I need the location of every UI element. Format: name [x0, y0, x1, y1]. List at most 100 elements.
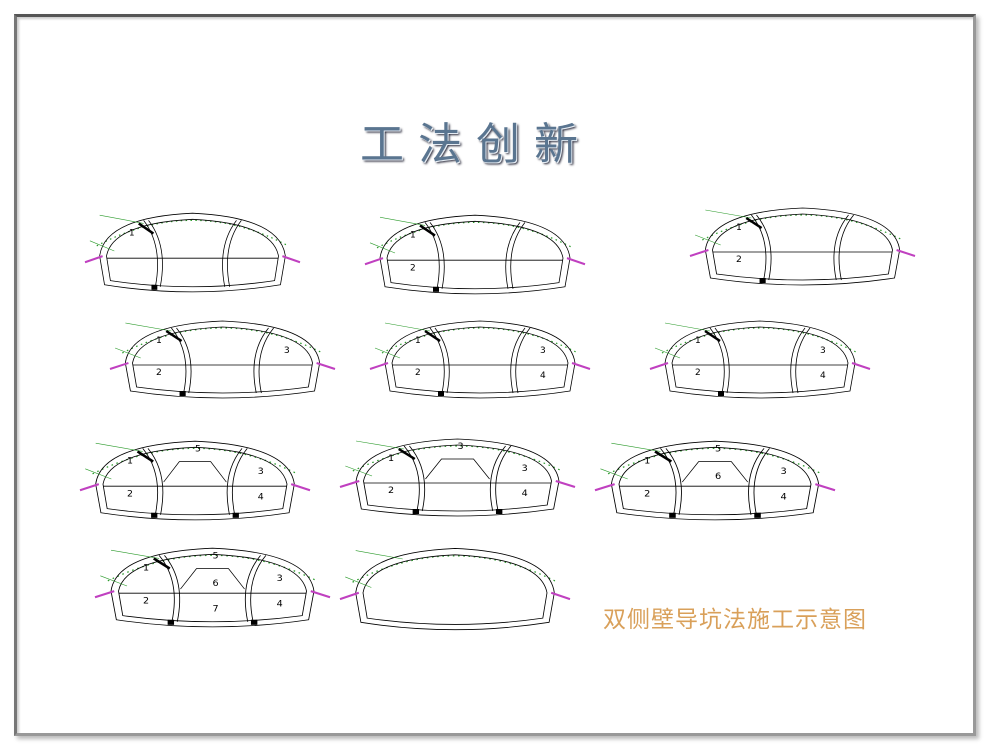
step-number: 1	[644, 456, 650, 467]
tunnel-section-diagram	[339, 540, 571, 635]
left-bolt	[649, 362, 669, 370]
right-wall	[253, 327, 274, 394]
step-number: 2	[143, 596, 149, 607]
tunnel-outer	[99, 212, 286, 293]
foot-block	[669, 512, 676, 518]
foot-block	[438, 391, 444, 396]
slide-frame	[14, 14, 976, 736]
support-arc	[607, 447, 823, 475]
steel-strut	[398, 447, 416, 461]
right-bolt	[290, 483, 311, 492]
step-number: 6	[715, 471, 721, 482]
support-arc	[352, 555, 558, 583]
support-arc	[701, 214, 904, 241]
support-arc	[92, 447, 298, 475]
left-bolt	[94, 590, 115, 599]
lead-line	[384, 322, 431, 332]
left-wall	[403, 445, 426, 512]
lead-line	[694, 234, 721, 246]
right-wall	[505, 222, 526, 289]
left-wall	[660, 448, 682, 515]
right-bolt	[310, 590, 331, 599]
step-number: 1	[410, 231, 416, 241]
steel-strut	[419, 224, 436, 237]
left-wall	[158, 555, 181, 622]
right-wall	[510, 327, 531, 394]
right-bolt	[851, 362, 871, 370]
step-number: 5	[195, 443, 201, 454]
lead-line	[110, 549, 160, 559]
step-number: 1	[388, 453, 394, 464]
left-wall	[171, 327, 192, 394]
step-number: 6	[213, 578, 219, 589]
foot-block	[433, 286, 439, 292]
tunnel-inner	[618, 446, 812, 516]
step-number: 4	[522, 488, 528, 499]
left-bolt	[79, 483, 100, 492]
foot-block	[151, 512, 158, 518]
support-arc	[376, 221, 574, 249]
lead-line	[355, 550, 403, 560]
step-number: 2	[388, 485, 394, 496]
tunnel-section-diagram: 1	[84, 205, 301, 297]
foot-block	[151, 284, 158, 290]
tunnel-outer	[704, 207, 901, 286]
left-wall	[751, 214, 772, 281]
left-wall	[429, 327, 450, 394]
foot-block	[718, 391, 724, 396]
foot-block	[167, 619, 175, 625]
step-number: 3	[277, 573, 283, 584]
right-bolt	[815, 483, 836, 492]
tunnel-outer	[95, 440, 295, 521]
lead-line	[379, 216, 426, 226]
lead-line	[114, 347, 141, 359]
center-core	[681, 461, 749, 483]
step-number: 2	[695, 368, 701, 378]
step-number: 3	[780, 466, 786, 477]
center-core	[180, 568, 245, 590]
right-wall	[226, 448, 248, 515]
left-wall	[142, 448, 164, 515]
right-wall	[222, 220, 242, 287]
center-core	[425, 458, 490, 480]
steel-strut	[654, 450, 673, 463]
right-bolt	[282, 255, 301, 264]
lead-line	[100, 575, 128, 587]
lead-line	[95, 442, 143, 452]
foot-block	[754, 512, 761, 518]
foot-block	[179, 391, 186, 396]
step-number: 3	[458, 441, 464, 452]
tunnel-outer	[384, 320, 576, 399]
lead-line	[600, 468, 628, 480]
right-bolt	[550, 591, 571, 601]
left-wall	[709, 327, 730, 394]
support-arc	[381, 327, 579, 354]
left-bolt	[689, 249, 709, 257]
lead-line	[89, 240, 115, 252]
tunnel-inner	[362, 554, 548, 625]
step-number: 3	[540, 346, 546, 356]
lead-line	[125, 322, 172, 332]
lead-line	[99, 214, 144, 224]
step-number: 2	[736, 255, 742, 265]
lead-line	[374, 347, 401, 359]
right-bolt	[555, 480, 576, 488]
lead-line	[355, 440, 405, 450]
steel-strut	[704, 329, 721, 343]
step-number: 2	[415, 368, 421, 378]
lead-line	[85, 468, 112, 480]
lead-line	[345, 576, 372, 588]
tunnel-inner	[118, 553, 307, 623]
step-number: 3	[820, 346, 826, 356]
support-arc	[96, 219, 289, 247]
step-number: 7	[213, 604, 219, 615]
step-number: 2	[644, 489, 650, 500]
